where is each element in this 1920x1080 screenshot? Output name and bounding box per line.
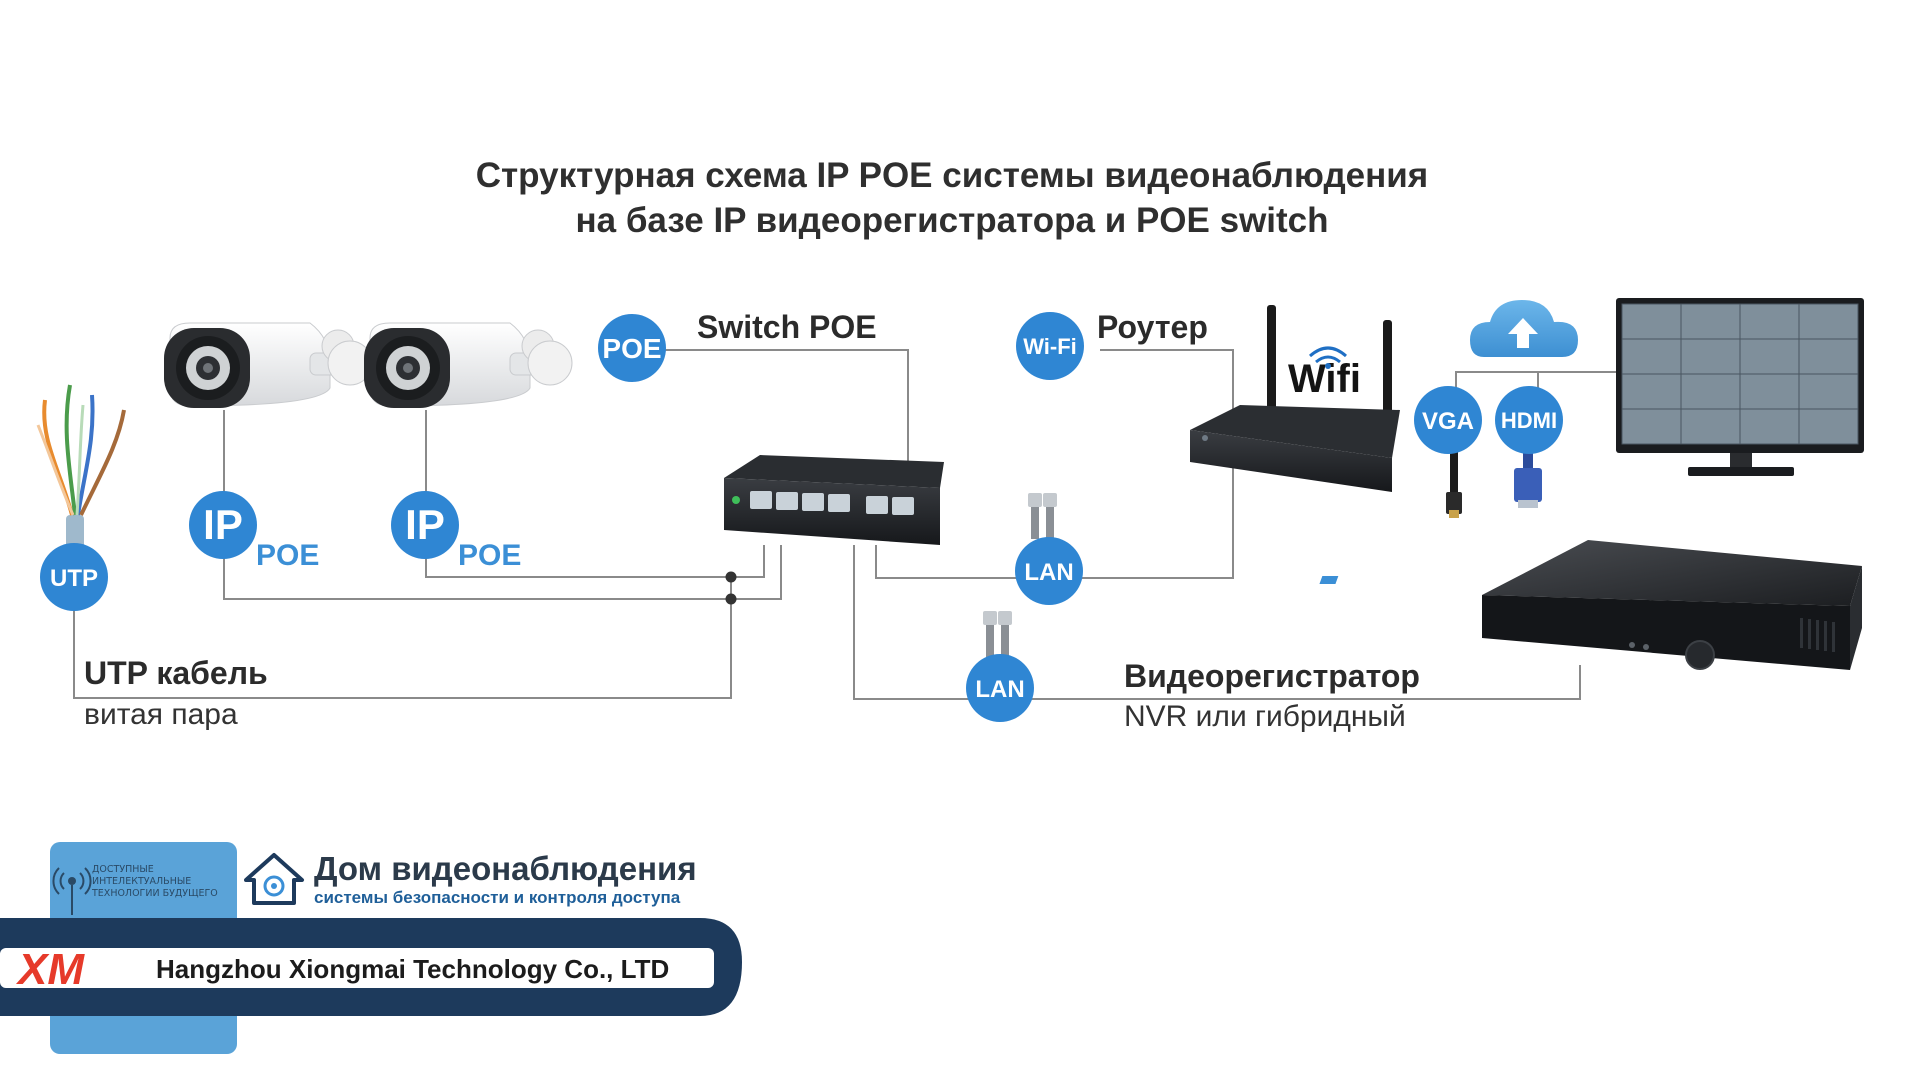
vga-connector-image — [1514, 452, 1542, 508]
hdmi-connector-image — [1446, 452, 1462, 518]
brand-name: Дом видеонаблюдения — [314, 850, 697, 887]
badge-lan-nvr: LAN — [966, 654, 1034, 722]
badge-ip-camera-2: IP POE — [391, 491, 521, 572]
badge-ip-sub-text: POE — [256, 539, 319, 572]
company-banner-strip — [0, 948, 714, 988]
badge-ip-camera-1: IP POE — [189, 491, 319, 572]
cloud-upload-icon — [1470, 300, 1578, 357]
home-icon — [244, 853, 304, 905]
company-name: Hangzhou Xiongmai Technology Co., LTD — [156, 954, 669, 984]
monitor-image — [1616, 298, 1864, 476]
label-switch-poe: Switch POE — [697, 309, 877, 345]
poe-switch-image — [724, 455, 944, 545]
wire-switch-label — [664, 349, 909, 462]
badge-lan-text: LAN — [1024, 559, 1073, 586]
badge-wifi: Wi-Fi — [1016, 312, 1084, 380]
label-twisted-pair: витая пара — [84, 698, 238, 731]
slogan-line-1: ДОСТУПНЫЕ — [92, 864, 154, 875]
lan-cable-icon-nvr — [983, 611, 1012, 657]
label-recorder: Видеорегистратор — [1124, 658, 1420, 694]
ip-camera-2 — [364, 322, 573, 408]
badge-utp-text: UTP — [50, 565, 98, 592]
slogan-line-3: ТЕХНОЛОГИИ БУДУЩЕГО — [91, 888, 218, 899]
utp-cable-image — [36, 384, 126, 555]
badge-ip-text: IP — [405, 501, 445, 548]
badge-vga: VGA — [1414, 386, 1482, 454]
badge-ip-text: IP — [203, 501, 243, 548]
badge-lan-router: LAN — [1015, 537, 1083, 605]
label-recorder-sub: NVR или гибридный — [1124, 700, 1406, 733]
footer-branding: XM Hangzhou Xiongmai Technology Co., LTD… — [0, 842, 742, 1054]
title-line-1: Структурная схема IP POE системы видеона… — [476, 156, 1428, 195]
wire-switch-router — [875, 349, 1234, 579]
nvr-recorder-image — [1319, 540, 1862, 670]
junction-dot — [725, 571, 737, 583]
badge-lan-text: LAN — [975, 676, 1024, 703]
xm-logo: XM — [15, 945, 85, 994]
badge-hdmi-text: HDMI — [1501, 408, 1557, 433]
badge-hdmi: HDMI — [1495, 386, 1563, 454]
wifi-logo: Wifi — [1288, 346, 1361, 401]
lan-cable-icon-router — [1028, 493, 1057, 539]
router-image — [1190, 305, 1400, 492]
label-utp-cable: UTP кабель — [84, 655, 268, 691]
slogan-line-2: ИНТЕЛЕКТУАЛЬНЫЕ — [92, 876, 191, 887]
badge-poe-text: POE — [602, 333, 661, 364]
badge-poe: POE — [598, 314, 666, 382]
label-router: Роутер — [1097, 309, 1208, 345]
ip-camera-1 — [164, 322, 373, 408]
badge-wifi-text: Wi-Fi — [1023, 334, 1077, 359]
brand-tagline: системы безопасности и контроля доступа — [314, 888, 681, 907]
wifi-logo-text: Wifi — [1288, 357, 1361, 401]
title-line-2: на базе IP видеорегистратора и POE switc… — [575, 201, 1328, 240]
wire-utp — [73, 572, 732, 699]
badge-ip-sub-text: POE — [458, 539, 521, 572]
antenna-icon — [52, 867, 92, 915]
badge-vga-text: VGA — [1422, 408, 1474, 435]
badge-utp: UTP — [40, 543, 108, 611]
wire-switch-nvr — [853, 545, 1581, 700]
junction-dot — [725, 593, 737, 605]
